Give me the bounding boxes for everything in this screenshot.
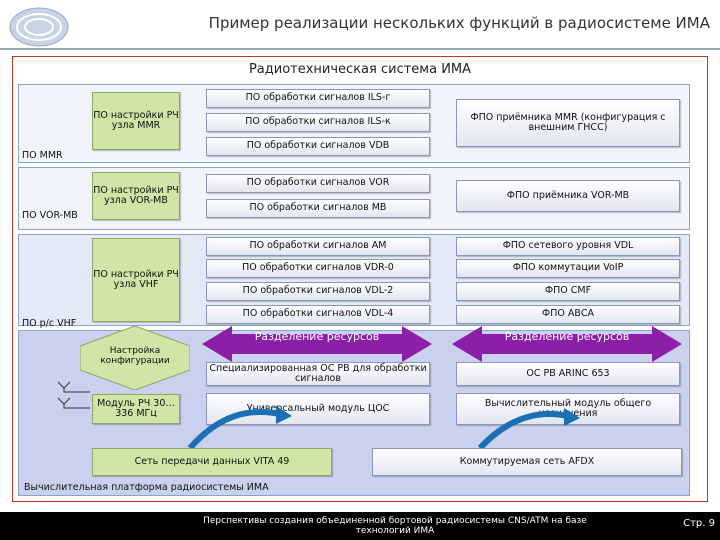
vhf-label: ПО р/с VHF (22, 318, 77, 329)
sw-vdb-box: ПО обработки сигналов VDB (206, 137, 430, 156)
os-arinc-box: ОС РВ ARINC 653 (456, 362, 680, 386)
sw-ils-k-box: ПО обработки сигналов ILS-к (206, 113, 430, 132)
sw-vor-box: ПО обработки сигналов VOR (206, 174, 430, 193)
footer-text: Перспективы создания объединенной бортов… (203, 516, 587, 537)
fpo-mmr-box: ФПО приёмника MMR (конфигурация с внешни… (456, 99, 680, 147)
vormb-label: ПО VOR-MB (22, 210, 78, 221)
tuning-vhf-box: ПО настройки РЧ узла VHF (92, 238, 180, 322)
sw-am-box: ПО обработки сигналов AM (206, 237, 430, 256)
vita-network-box: Сеть передачи данных VITA 49 (92, 448, 332, 476)
afdx-network-box: Коммутируемая сеть AFDX (372, 448, 682, 476)
spec-os-box: Специализированная ОС РВ для обработки с… (206, 362, 430, 386)
mmr-label: ПО MMR (22, 150, 63, 161)
fpo-cmf-box: ФПО CMF (456, 282, 680, 301)
resources-arrow-right (452, 326, 682, 362)
antenna-icon (57, 381, 90, 409)
tuning-vormb-box: ПО настройки РЧ узла VOR-MB (92, 172, 180, 220)
rf-module-box: Модуль РЧ 30…336 МГц (92, 394, 180, 424)
page-title: Пример реализации нескольких функций в р… (208, 14, 710, 32)
organization-logo (9, 7, 69, 47)
fpo-vormb-box: ФПО приёмника VOR-MB (456, 180, 680, 212)
config-shape (80, 326, 190, 390)
sw-vdl4-box: ПО обработки сигналов VDL-4 (206, 305, 430, 324)
fpo-avsa-box: ФПО АВСА (456, 305, 680, 324)
footer-bar (0, 512, 720, 540)
fpo-vdl-box: ФПО сетевого уровня VDL (456, 237, 680, 256)
system-title: Радиотехническая система ИМА (248, 62, 472, 77)
sw-vdr0-box: ПО обработки сигналов VDR-0 (206, 259, 430, 278)
fpo-voip-box: ФПО коммутации VoIP (456, 259, 680, 278)
page-number: Стр. 9 (683, 518, 715, 529)
sw-vdl2-box: ПО обработки сигналов VDL-2 (206, 282, 430, 301)
tuning-mmr-box: ПО настройки РЧ узла MMR (92, 92, 180, 150)
connector-arrows (187, 406, 580, 451)
resources-arrow-left (202, 326, 432, 362)
platform-caption: Вычислительная платформа радиосистемы ИМ… (24, 482, 269, 493)
config-label: Настройка конфигурации (100, 346, 170, 366)
resources-right-label: Разделение ресурсов (504, 330, 630, 343)
dsp-module-box: Универсальный модуль ЦОС (206, 393, 430, 425)
sw-ils-g-box: ПО обработки сигналов ILS-г (206, 89, 430, 108)
resources-left-label: Разделение ресурсов (254, 330, 380, 343)
header-divider (0, 48, 720, 50)
sw-mb-box: ПО обработки сигналов MB (206, 199, 430, 218)
